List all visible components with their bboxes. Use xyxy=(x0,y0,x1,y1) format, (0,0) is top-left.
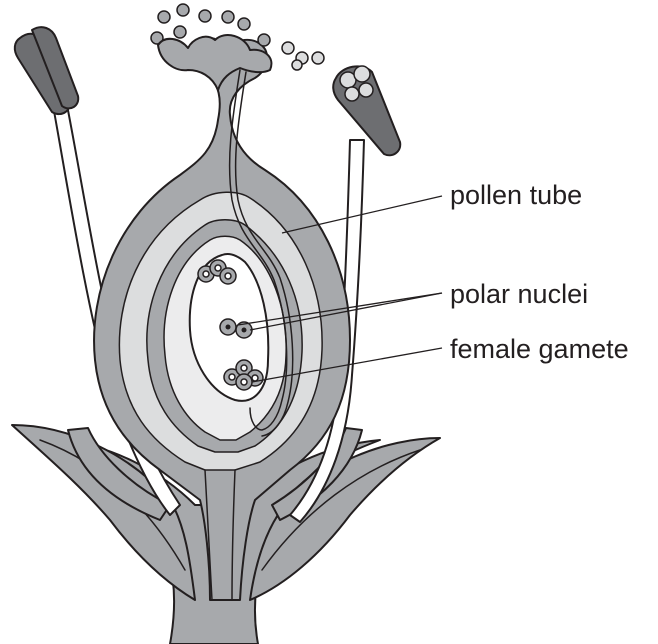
label-polar-nuclei: polar nuclei xyxy=(450,279,588,309)
label-female-gamete: female gamete xyxy=(450,334,629,364)
label-pollen-tube: pollen tube xyxy=(450,180,582,210)
